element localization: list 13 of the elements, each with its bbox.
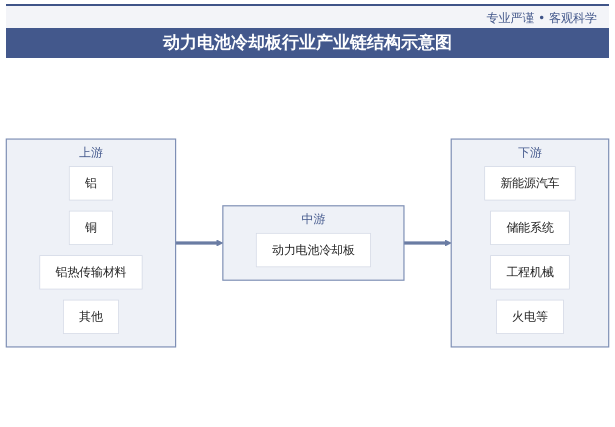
arrow [176,240,224,246]
node-box: 新能源汽车 [484,166,576,200]
node-box: 储能系统 [490,210,570,245]
tagline: 专业严谨 • 客观科学 [486,11,597,25]
node-box: 工程机械 [490,255,570,290]
title: 动力电池冷却板行业产业链结构示意图 [6,28,609,58]
node-box: 其他 [63,300,119,334]
node-box: 铝热传输材料 [39,255,143,290]
node-box: 火电等 [496,300,564,334]
node-box: 铜 [68,210,113,245]
node-box: 动力电池冷却板 [256,232,371,268]
node-box: 铝 [68,166,113,200]
arrow [404,240,452,246]
